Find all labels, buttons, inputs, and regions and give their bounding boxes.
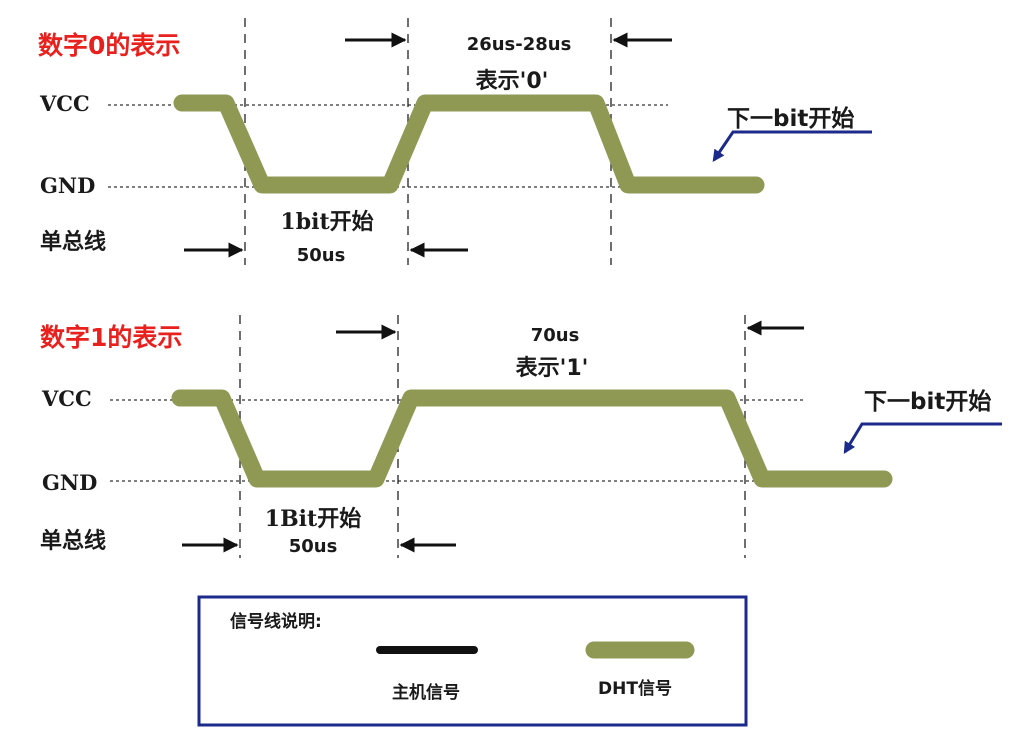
- panel1-next-bit-pointer: [843, 422, 1002, 455]
- panel0-start-duration: 50us: [297, 245, 346, 266]
- legend-dht-signal-label: DHT信号: [598, 678, 672, 699]
- legend-host-signal-label: 主机信号: [392, 682, 460, 703]
- panel1-next-bit-label: 下一bit开始: [864, 388, 991, 415]
- panel0-next-bit-label: 下一bit开始: [727, 105, 854, 132]
- panel1-high-duration: 70us: [531, 325, 580, 346]
- panel-digit-1: 数字1的表示 VCC GND 单总线 70us 表示'1' 1Bit开始 50u…: [40, 315, 1002, 558]
- panel0-vcc-label: VCC: [39, 91, 90, 116]
- panel1-gnd-label: GND: [42, 470, 97, 495]
- panel0-high-duration: 26us-28us: [467, 34, 572, 55]
- panel1-title: 数字1的表示: [40, 323, 182, 352]
- panel0-gnd-label: GND: [40, 173, 95, 198]
- panel1-start-duration: 50us: [289, 536, 338, 557]
- panel0-meaning: 表示'0': [476, 69, 549, 94]
- panel0-bus-label: 单总线: [40, 229, 106, 255]
- panel1-meaning: 表示'1': [516, 356, 589, 381]
- panel0-title: 数字0的表示: [38, 31, 180, 60]
- panel1-dht-waveform: [171, 389, 893, 488]
- panel0-dht-waveform: [173, 94, 765, 194]
- legend-title: 信号线说明:: [230, 611, 322, 632]
- panel-digit-0: 数字0的表示 VCC GND 单总线 26us-28us 表示'0' 1bit开…: [38, 18, 872, 266]
- panel0-next-bit-pointer: [712, 130, 872, 162]
- legend-box: 信号线说明: 主机信号 DHT信号: [197, 595, 748, 727]
- panel1-bus-label: 单总线: [40, 528, 106, 554]
- panel1-vcc-label: VCC: [41, 386, 92, 411]
- legend-border: [197, 595, 748, 727]
- panel1-start-label: 1Bit开始: [265, 506, 361, 532]
- panel0-start-label: 1bit开始: [280, 209, 373, 235]
